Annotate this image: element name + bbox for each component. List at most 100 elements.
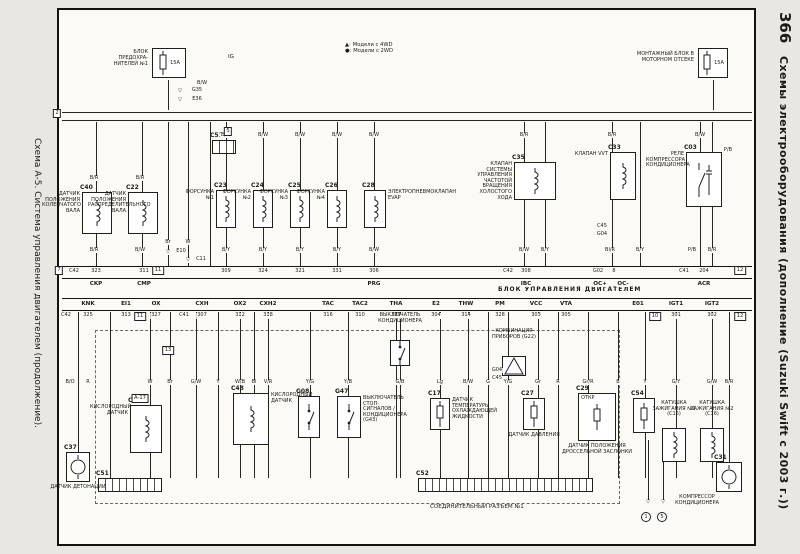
- signal-label: 307: [196, 312, 208, 319]
- coil-icon: [92, 200, 102, 226]
- component-C35: [514, 162, 556, 200]
- wire-label: B/Y: [220, 247, 232, 253]
- pin-label: TAC: [321, 301, 335, 308]
- ground-icon: ▽: [185, 257, 191, 263]
- signal-label: 310: [354, 312, 366, 319]
- wire-line: [648, 440, 649, 504]
- component-desc: ВЫКЛЮЧАТЕЛЬ КОНДИЦИОНЕРА: [378, 312, 422, 324]
- wire-label: B/R: [134, 175, 146, 181]
- boxed-marker-10: 10: [649, 312, 661, 321]
- fuse-icon: [158, 51, 168, 75]
- component-C54: [633, 398, 655, 433]
- legend-2wd-text: Модели с 2WD: [353, 48, 393, 54]
- component-desc: КАТУШКА ЗАЖИГАНИЯ №2 (C16): [690, 400, 734, 418]
- pin-label: KNK: [80, 301, 96, 308]
- signal-label: C41: [178, 312, 190, 319]
- wire-label: B/R: [723, 379, 735, 385]
- component-desc: КИСЛОРОДНЫЙ ДАТЧИК: [90, 404, 132, 416]
- component-desc: ДАТЧИК ДАВЛЕНИЯ: [508, 432, 560, 438]
- component-C26: [327, 190, 347, 228]
- fuse-right-rating: 15A: [714, 60, 724, 66]
- resistor-icon: [592, 404, 602, 430]
- component-id-label: C17: [428, 390, 441, 397]
- component-id-label: C24: [251, 182, 264, 189]
- wire-label: B/R: [706, 247, 718, 253]
- wire-label: B/Y: [294, 247, 306, 253]
- boxed-marker-13: 13: [162, 346, 174, 355]
- component-id-label: C54: [631, 390, 644, 397]
- pin-label: C42: [68, 268, 80, 275]
- coil-icon: [669, 432, 679, 458]
- component-id-label: G47: [335, 388, 349, 395]
- left-margin-title: Схема А-5. Система управления двигателем…: [32, 138, 42, 428]
- component-id-label: C51: [96, 470, 109, 477]
- signal-label: 303: [530, 312, 542, 319]
- wire-label: Br: [164, 239, 172, 245]
- wire-label: G/W: [705, 379, 719, 385]
- boxed-marker-A-17: A-17: [131, 394, 149, 403]
- legend-4wd-marker-icon: ▲:: [345, 42, 351, 48]
- coil-icon: [141, 416, 151, 442]
- coil-icon: [138, 200, 148, 226]
- wire-line: [645, 312, 646, 478]
- wire-label: B/W: [330, 132, 344, 138]
- switch-icon: [393, 340, 407, 366]
- pin-label: G02: [591, 268, 605, 275]
- wire-line: [618, 312, 619, 478]
- wire-label: B/R: [88, 175, 100, 181]
- wire-label: Gr/R: [581, 379, 595, 385]
- wire-line: [196, 312, 197, 478]
- wire-label: E36: [191, 96, 203, 102]
- wire-label: Y: [642, 379, 648, 385]
- coil-icon: [618, 163, 628, 189]
- component-id-label: C52: [416, 470, 429, 477]
- pin-label: VTA: [558, 301, 574, 308]
- component-C22: [128, 192, 158, 234]
- wire-line: [640, 122, 641, 266]
- fuse-icon: [702, 51, 712, 75]
- wire-label: B/Y: [331, 247, 343, 253]
- wire-line: [468, 312, 469, 478]
- signal-label: 325: [82, 312, 94, 319]
- pin-label: CXH: [194, 301, 210, 308]
- component-id-label: C37: [64, 444, 77, 451]
- pin-label: VCC: [528, 301, 544, 308]
- wire-label: G04: [490, 367, 504, 373]
- circle-icon: [720, 465, 738, 489]
- pin-label: OX: [150, 301, 162, 308]
- component-desc: ФОРСУНКА №4: [296, 189, 325, 201]
- component-C52: [418, 478, 593, 492]
- wire-label: Br: [166, 379, 174, 385]
- component-unit: [662, 428, 686, 462]
- coil-icon: [221, 196, 231, 222]
- wire-label: G/B: [394, 379, 406, 385]
- ecu-title: БЛОК УПРАВЛЕНИЯ ДВИГАТЕЛЕМ: [498, 286, 642, 293]
- signal-label: 302: [706, 312, 718, 319]
- wire-line: [218, 312, 219, 478]
- bus-line: [62, 112, 752, 114]
- component-desc: ДАТЧИК ПОЛОЖЕНИЯ ДРОССЕЛЬНОЙ ЗАСЛОНКИ: [561, 443, 633, 455]
- wire-label: Bl/R: [604, 247, 616, 253]
- right-margin-title: Схемы электрооборудования (дополнение (S…: [777, 56, 790, 510]
- wire-line: [729, 312, 730, 478]
- signal-label: CMP: [136, 281, 152, 288]
- signal-label: OC-: [616, 281, 630, 288]
- pin-label: IGT1: [667, 301, 685, 308]
- component-C56: [130, 405, 162, 453]
- wire-line: [676, 312, 677, 478]
- wire-line: [538, 312, 539, 478]
- bus-line: [62, 120, 752, 122]
- component-desc: ДАТЧИК ПОЛОЖЕНИЯ РАСПРЕДЕЛИТЕЛЬНОГО ВАЛА: [88, 191, 151, 214]
- wire-label: W: [146, 379, 154, 385]
- component-C23: [216, 190, 236, 228]
- component-id-label: C25: [288, 182, 301, 189]
- boxed-marker-11: 11: [134, 312, 146, 321]
- pin-label: 331: [331, 268, 343, 275]
- component-C40: [82, 192, 112, 234]
- pin-label: THW: [457, 301, 475, 308]
- pin-label: E2: [431, 301, 441, 308]
- wire-label: Lg: [436, 379, 444, 385]
- coil-icon: [332, 196, 342, 222]
- component-id-label: C35: [512, 154, 525, 161]
